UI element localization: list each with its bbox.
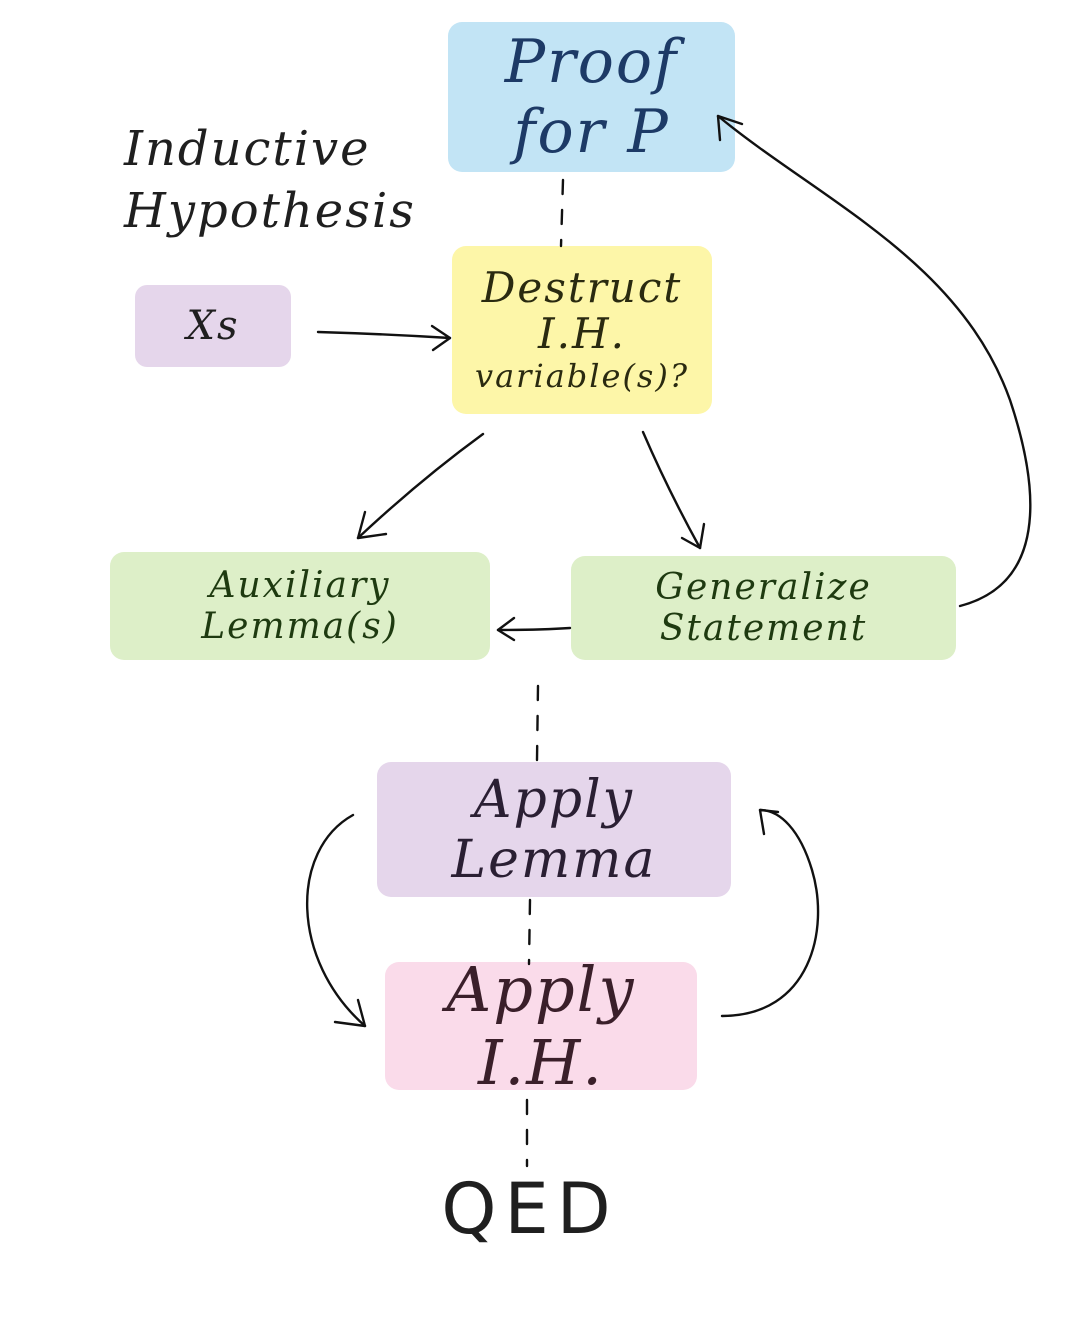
auxiliary-lemma-text: Auxiliary Lemma(s): [201, 565, 399, 647]
destruct-text-line1: Destruct I.H.: [481, 262, 683, 358]
arrowhead-destruct-to-generalize: [680, 522, 706, 550]
proof-for-p-node: Proof for P: [448, 22, 735, 172]
apply-lemma-node: Apply Lemma: [377, 762, 731, 897]
arrowhead-destruct-to-auxiliary: [356, 510, 388, 540]
arrow-destruct-to-generalize: [641, 430, 702, 550]
dashed-edge-proof-destruct: [559, 178, 565, 248]
apply-lemma-text: Apply Lemma: [451, 769, 657, 890]
destruct-text-line2: variable(s)?: [475, 357, 689, 396]
destruct-node: Destruct I.H. variable(s)?: [452, 246, 712, 414]
arrowhead-generalize-to-auxiliary: [496, 616, 516, 642]
proof-for-p-text: Proof for P: [504, 27, 679, 167]
arrow-ih-to-lemma: [720, 808, 820, 1018]
arrowhead-ih-to-lemma: [758, 808, 780, 836]
apply-ih-text: Apply I.H.: [446, 953, 636, 1099]
arrow-destruct-to-auxiliary: [356, 432, 485, 540]
arrow-variables-to-destruct: [316, 330, 452, 340]
apply-ih-node: Apply I.H.: [385, 953, 697, 1099]
arrow-lemma-to-ih: [305, 813, 367, 1028]
dashed-edge-auxiliary-apply-lemma: [535, 684, 540, 762]
qed-label: QED: [441, 1168, 619, 1250]
arrow-generalize-to-auxiliary: [496, 626, 572, 632]
arrow-generalize-to-proof: [716, 114, 1032, 608]
inductive-label-line1: Inductive: [124, 121, 371, 177]
inductive-hypothesis-label: Inductive Hypothesis: [124, 118, 416, 242]
variables-text: Xs: [186, 303, 240, 349]
generalize-statement-node: Generalize Statement: [571, 556, 956, 660]
inductive-label-line2: Hypothesis: [124, 183, 416, 239]
arrowhead-variables-to-destruct: [430, 324, 452, 352]
variables-node: Xs: [135, 285, 291, 367]
arrowhead-lemma-to-ih: [333, 998, 367, 1028]
generalize-statement-text: Generalize Statement: [655, 567, 872, 649]
auxiliary-lemma-node: Auxiliary Lemma(s): [110, 552, 490, 660]
